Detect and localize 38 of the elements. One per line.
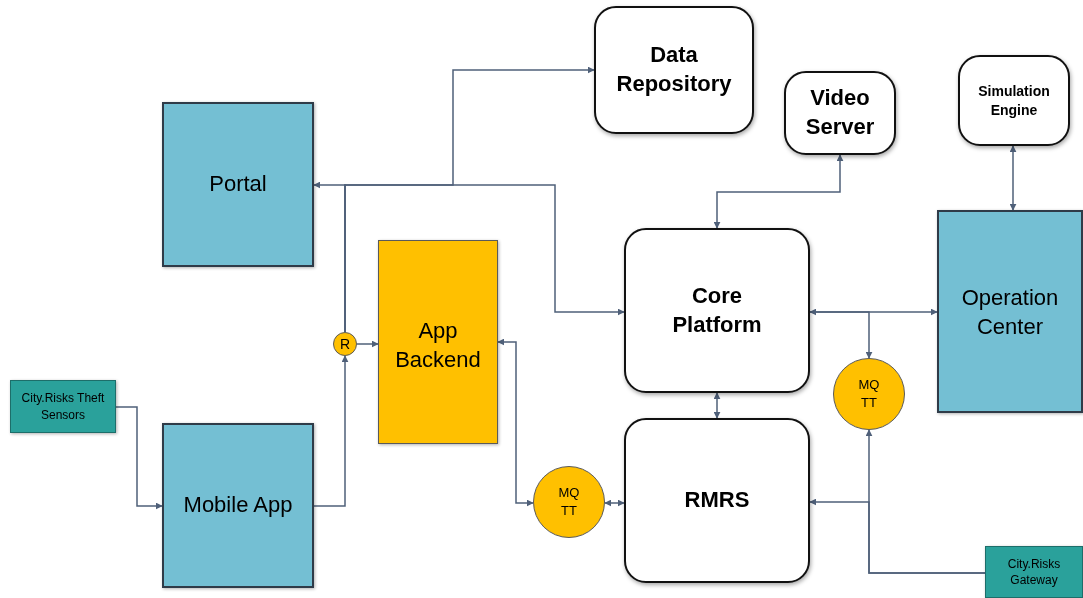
process-box [624,228,810,393]
component-box [937,210,1083,413]
arrow [713,392,721,419]
device-box [10,380,116,433]
process-box [784,71,896,155]
process-box [594,6,754,134]
arrow [809,308,938,316]
arrow [809,311,873,359]
node-label: City.Risks Theft Sensors [20,390,106,423]
backend-box [378,240,498,444]
node-label: Portal [209,170,267,199]
arrow [713,154,844,229]
arrow [1009,145,1017,211]
arrow [115,406,163,510]
node-label: App Backend [394,317,482,374]
broker-circle [333,332,357,356]
arrow [809,498,986,574]
arrow [497,338,534,507]
component-box [162,102,314,267]
node-label: MQ TT [557,484,581,520]
arrow [313,355,349,507]
node-label: R [338,334,352,354]
component-box [162,423,314,588]
process-box [624,418,810,583]
node-label: Operation Center [960,284,1060,341]
device-box [985,546,1083,598]
arrow [344,184,625,333]
node-label: Video Server [804,84,876,141]
node-label: City.Risks Gateway [1006,555,1062,589]
arrow [356,340,379,348]
node-label: Core Platform [671,281,763,339]
node-label: RMRS [684,486,750,515]
process-box [958,55,1070,146]
node-label: Data Repository [615,41,733,98]
node-label: Mobile App [183,491,293,520]
arrow [604,499,625,507]
node-label: MQ TT [857,376,881,412]
node-label: Simulation Engine [977,82,1051,119]
